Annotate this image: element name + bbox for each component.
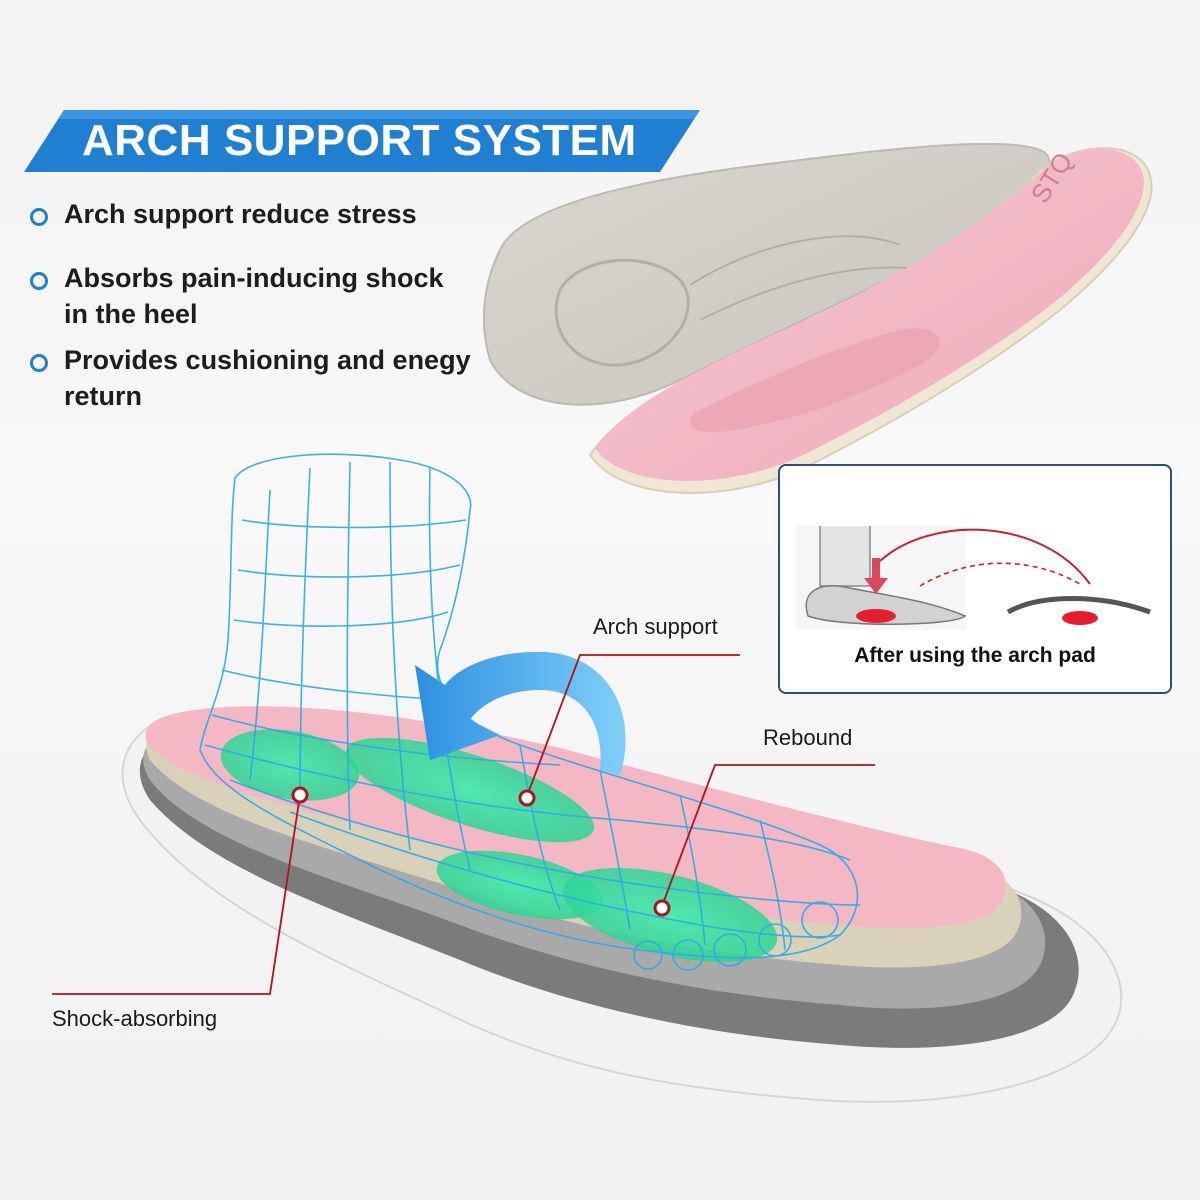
pink-insole-arch-pad — [689, 328, 940, 433]
shock-dot — [291, 786, 309, 804]
forefoot-pad — [562, 867, 778, 963]
callout-shock-absorbing: Shock-absorbing — [52, 1006, 218, 1031]
bullet-ring-icon — [30, 208, 48, 226]
title-banner: ARCH SUPPORT SYSTEM — [22, 108, 702, 174]
page-title: ARCH SUPPORT SYSTEM — [82, 116, 637, 165]
rebound-dot — [653, 899, 671, 917]
arc-solid — [879, 528, 1091, 585]
feature-text: Arch support reduce stress — [64, 199, 417, 229]
grey-insole-heel-contour — [554, 258, 690, 367]
inset-illustration — [796, 526, 1151, 630]
grey-insole-arch-contour — [689, 235, 931, 321]
sole-layers-illustration — [121, 706, 1123, 1103]
arch-support-dot — [518, 789, 536, 807]
arc-dashed — [919, 562, 1081, 587]
arch-pad-inset: After using the arch pad — [778, 464, 1172, 694]
down-arrow-icon — [864, 558, 888, 594]
callout-dots — [291, 786, 671, 917]
arch-pad-red-2 — [1062, 611, 1098, 625]
feature-text: Absorbs pain-inducing shock in the heel — [64, 263, 444, 329]
arch-pad-red — [856, 609, 896, 623]
insole-pair-illustration: STQ — [482, 142, 1153, 494]
curved-arrow-icon — [415, 651, 626, 775]
banner-shape — [24, 110, 700, 172]
callout-arch-support: Arch support — [593, 614, 718, 639]
insole-profile — [1006, 596, 1151, 615]
feature-text: Provides cushioning and enegy return — [64, 345, 471, 411]
heel-pad — [220, 729, 360, 801]
arch-pad — [345, 737, 595, 843]
bullet-ring-icon — [30, 272, 48, 290]
bullet-ring-icon — [30, 354, 48, 372]
inset-caption: After using the arch pad — [854, 644, 1096, 667]
leg-sketch — [819, 526, 871, 587]
callout-lines — [52, 654, 875, 995]
callout-rebound: Rebound — [763, 725, 853, 750]
foot-sketch — [805, 585, 967, 626]
